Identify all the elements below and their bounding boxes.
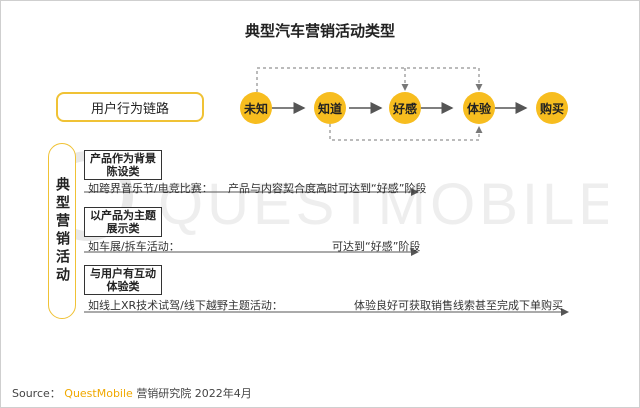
watermark-logo: QUESTMOBILE xyxy=(48,151,608,241)
type-line1: 与用户有互动 xyxy=(90,267,156,280)
type-line1: 产品作为背景 xyxy=(90,152,156,165)
source-brand: QuestMobile xyxy=(64,387,133,400)
activities-label-text: 典型营销活动 xyxy=(54,177,70,285)
type-line2: 体验类 xyxy=(106,280,140,293)
type-line2: 陈设类 xyxy=(106,165,140,178)
example-text-2: 如车展/拆车活动： xyxy=(88,240,180,253)
stage-circle-aware: 知道 xyxy=(314,92,346,124)
stage-circle-unknown: 未知 xyxy=(240,92,272,124)
type-line2: 展示类 xyxy=(106,222,140,235)
example-text-3: 如线上XR技术试驾/线下越野主题活动： xyxy=(88,299,283,312)
result-text-3: 体验良好可获取销售线索甚至完成下单购买 xyxy=(354,299,563,312)
dashed-loop-bottom xyxy=(329,124,483,141)
activities-label: 典型营销活动 xyxy=(48,143,76,319)
chain-label: 用户行为链路 xyxy=(56,92,204,122)
watermark-text: QUESTMOBILE xyxy=(158,172,608,237)
source-suffix: 营销研究院 2022年4月 xyxy=(136,387,252,400)
result-text-2: 可达到“好感”阶段 xyxy=(332,240,421,253)
source-line: Source： QuestMobile 营销研究院 2022年4月 xyxy=(12,385,252,401)
source-prefix: Source： xyxy=(12,387,61,400)
type-box-interactive: 与用户有互动 体验类 xyxy=(84,265,162,295)
stage-circle-purchase: 购买 xyxy=(536,92,568,124)
type-box-theme: 以产品为主题 展示类 xyxy=(84,207,162,237)
type-box-background: 产品作为背景 陈设类 xyxy=(84,150,162,180)
stage-circle-experience: 体验 xyxy=(463,92,495,124)
type-line1: 以产品为主题 xyxy=(90,209,156,222)
result-text-1: 产品与内容契合度高时可达到“好感”阶段 xyxy=(228,182,427,195)
stage-circle-favor: 好感 xyxy=(389,92,421,124)
page-title: 典型汽车营销活动类型 xyxy=(244,22,395,40)
dashed-loop-top xyxy=(256,67,483,92)
example-text-1: 如跨界音乐节/电竞比赛： xyxy=(88,182,213,195)
